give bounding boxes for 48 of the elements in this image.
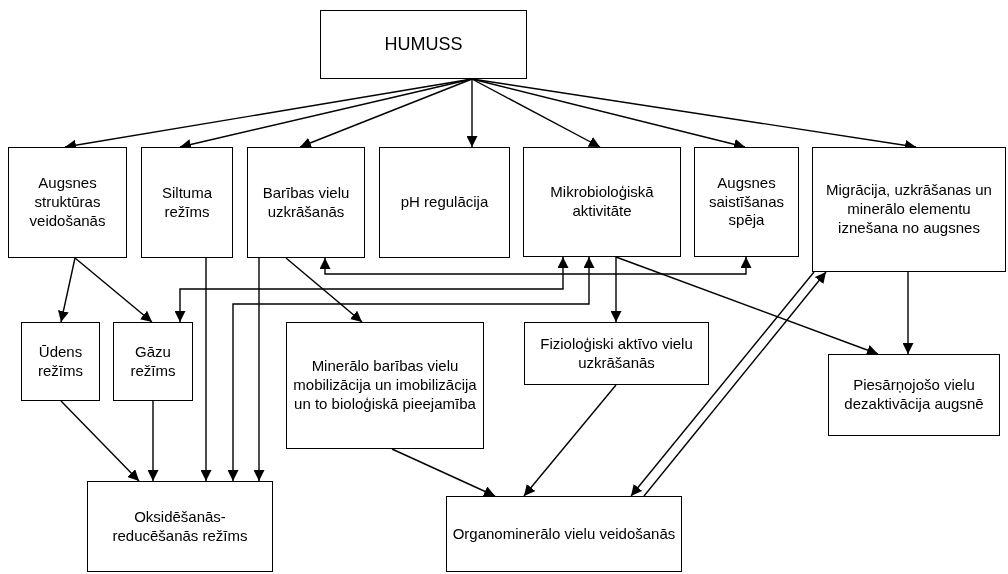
box-label: Augsnes struktūras veidošanās xyxy=(28,174,107,231)
process-box xyxy=(87,481,273,572)
box-label: Minerālo barības vielu mobilizācija un imobilizācija un to bioloģiskā pieejamība xyxy=(292,357,478,414)
process-box xyxy=(524,322,709,385)
arrow xyxy=(523,384,617,497)
box-label: HUMUSS xyxy=(384,33,463,56)
arrow xyxy=(902,271,914,355)
box-label: pH regulācija xyxy=(400,193,489,212)
box-label: Piesārņojošo vielu dezaktivācija augsnē xyxy=(843,376,985,414)
arrow xyxy=(74,257,153,323)
process-box xyxy=(141,147,233,258)
process-box xyxy=(320,10,527,79)
arrow xyxy=(391,448,496,497)
process-box xyxy=(113,322,193,401)
box-label: Siltuma režīms xyxy=(161,183,213,222)
arrow xyxy=(615,256,879,356)
box-label: Barības vielu uzkrāšanās xyxy=(261,183,351,222)
arrow xyxy=(466,78,478,148)
arrow xyxy=(60,400,140,482)
process-box xyxy=(523,147,681,257)
box-label: Oksidēšanās-reducēšanās režīms xyxy=(111,507,249,546)
box-label: Mikrobioloģiskā aktivitāte xyxy=(549,183,655,221)
arrow xyxy=(471,78,601,148)
arrow xyxy=(253,257,265,482)
process-box xyxy=(379,147,510,258)
box-label: Fizioloģiski aktīvo vielu uzkrāšanās xyxy=(539,334,694,373)
box-label: Migrācija, uzkrāšanas un minerālo elementu iznešana no augsnes xyxy=(825,181,993,238)
process-box xyxy=(21,322,100,401)
process-box xyxy=(8,147,127,258)
process-box xyxy=(812,147,1006,272)
process-box xyxy=(286,322,484,449)
process-box xyxy=(694,147,799,257)
process-box xyxy=(247,147,365,258)
process-box xyxy=(828,354,1000,436)
arrow xyxy=(299,78,473,149)
arrow xyxy=(227,256,595,482)
arrow xyxy=(147,400,159,482)
arrow xyxy=(319,256,752,275)
box-label: Ūdens režīms xyxy=(37,342,84,381)
arrow xyxy=(285,257,363,323)
process-box xyxy=(446,496,682,572)
box-label: Organominerālo vielu veidošanās xyxy=(452,524,676,544)
arrow xyxy=(200,257,212,482)
box-label: Augsnes saistīšanas spēja xyxy=(707,173,785,231)
arrow xyxy=(610,256,622,323)
box-label: Gāzu režīms xyxy=(129,342,177,381)
arrow xyxy=(58,257,76,323)
arrow xyxy=(174,256,569,323)
